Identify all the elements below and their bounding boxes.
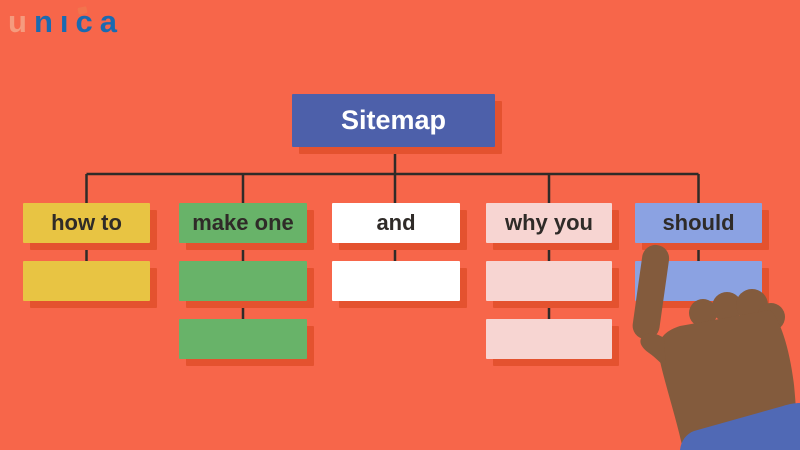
logo-text: nıca	[33, 4, 124, 39]
node-how-to: how to	[23, 203, 150, 243]
sitemap-root-label: Sitemap	[340, 105, 447, 135]
node-why-you-label: why you	[504, 210, 593, 235]
node-and: and	[332, 203, 460, 243]
node-how-to-child	[23, 261, 150, 301]
node-make-one: make one	[179, 203, 307, 243]
node-why-you-child-2	[486, 319, 612, 359]
sitemap-root-node: Sitemap	[292, 94, 495, 147]
node-why-you: why you	[486, 203, 612, 243]
node-how-to-label: how to	[51, 210, 122, 235]
logo-letter-u: u	[8, 4, 34, 39]
node-and-label: and	[376, 210, 416, 235]
node-make-one-child-1	[179, 261, 307, 301]
node-should: should	[635, 203, 762, 243]
node-make-one-child-2	[179, 319, 307, 359]
brand-logo: unıca	[8, 2, 124, 42]
node-make-one-label: make one	[192, 210, 294, 235]
node-why-you-child-1	[486, 261, 612, 301]
node-and-child	[332, 261, 460, 301]
node-should-label: should	[662, 210, 735, 235]
node-should-child	[635, 261, 762, 301]
tree-connectors	[85, 147, 700, 319]
